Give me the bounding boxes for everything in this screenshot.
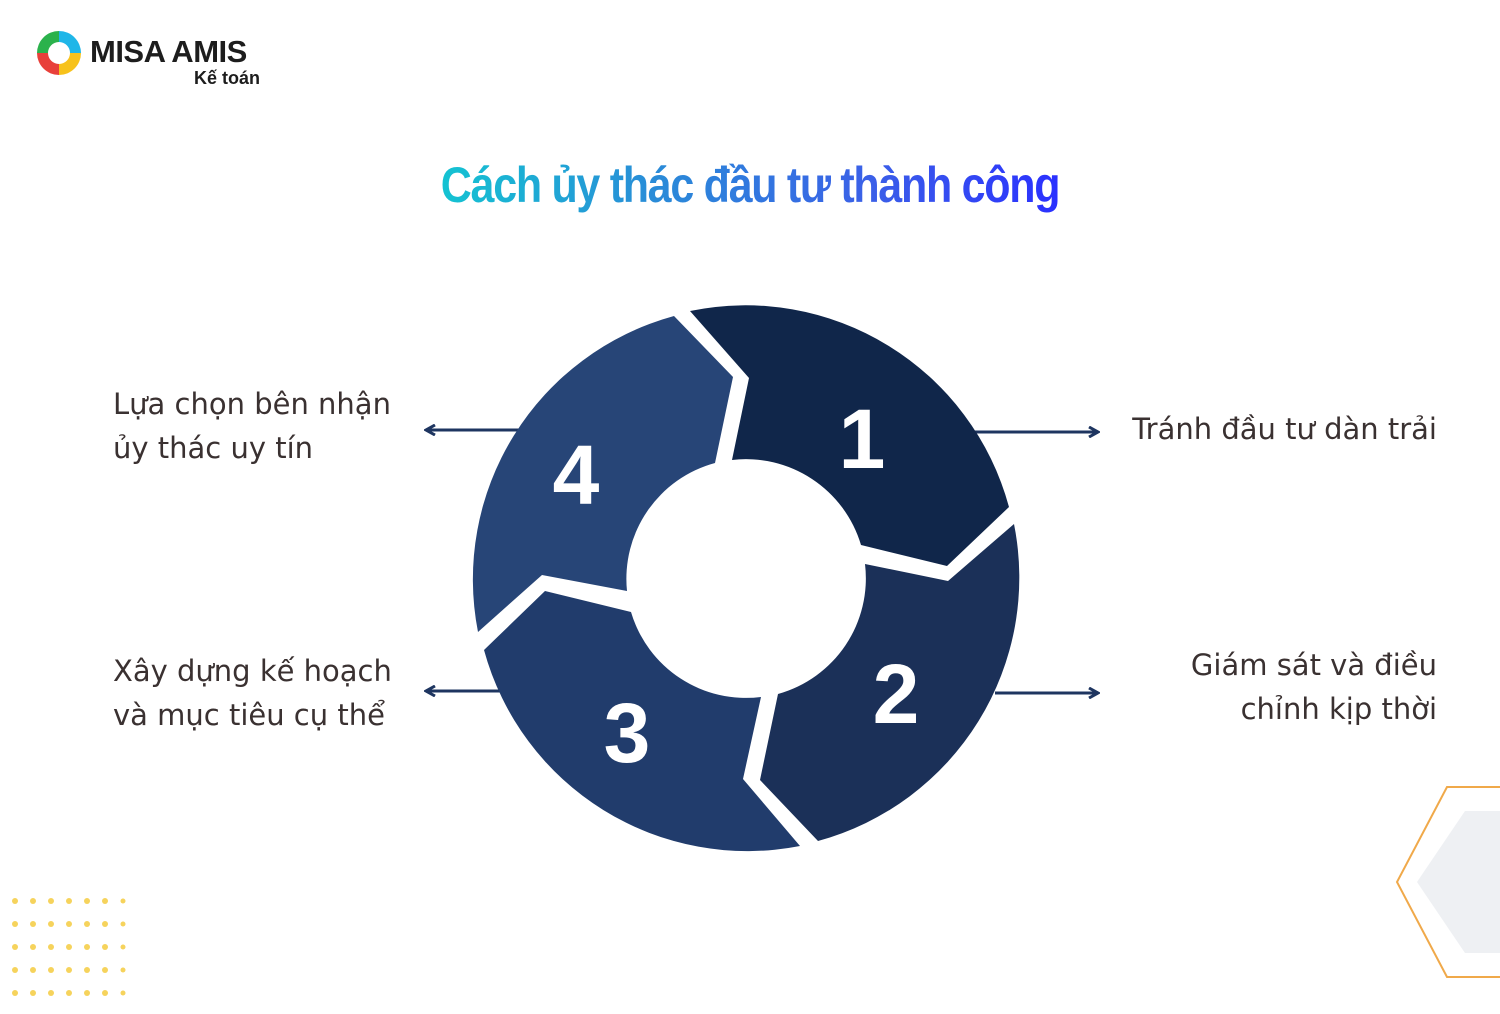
step-label-2-line-1: Giám sát và điều <box>1190 648 1437 682</box>
segment-3 <box>484 591 800 852</box>
step-label-3-line-2: và mục tiêu cụ thể <box>113 698 385 732</box>
step-label-2-line-2: chỉnh kịp thời <box>1240 692 1437 726</box>
decorative-dot-grid <box>12 898 126 996</box>
product-name: Kế toán <box>194 68 261 88</box>
step-label-3: Xây dựng kế hoạch và mục tiêu cụ thể <box>113 649 392 737</box>
decorative-hexagon-icon <box>1395 786 1500 978</box>
step-label-4-line-2: ủy thác uy tín <box>113 431 314 465</box>
step-label-4: Lựa chọn bên nhận ủy thác uy tín <box>113 382 391 470</box>
step-number-3: 3 <box>604 686 651 780</box>
segment-2 <box>760 524 1020 841</box>
step-label-1: Tránh đầu tư dàn trải <box>1132 407 1437 451</box>
step-label-2: Giám sát và điều chỉnh kịp thời <box>1191 643 1437 731</box>
page-title: Cách ủy thác đầu tư thành công <box>105 150 1395 220</box>
segment-1 <box>690 305 1009 566</box>
step-label-4-line-1: Lựa chọn bên nhận <box>113 387 391 421</box>
logo: MISA AMIS Kế toán <box>34 28 294 98</box>
step-number-2: 2 <box>873 647 920 741</box>
brand-name: MISA AMIS <box>90 34 247 69</box>
step-number-1: 1 <box>839 392 886 486</box>
step-label-1-line-1: Tránh đầu tư dàn trải <box>1132 412 1437 446</box>
segment-4 <box>472 316 733 632</box>
step-number-4: 4 <box>553 428 600 522</box>
step-label-3-line-1: Xây dựng kế hoạch <box>113 654 392 688</box>
page-title-text: Cách ủy thác đầu tư thành công <box>440 157 1061 213</box>
misa-logo-icon <box>37 31 81 75</box>
